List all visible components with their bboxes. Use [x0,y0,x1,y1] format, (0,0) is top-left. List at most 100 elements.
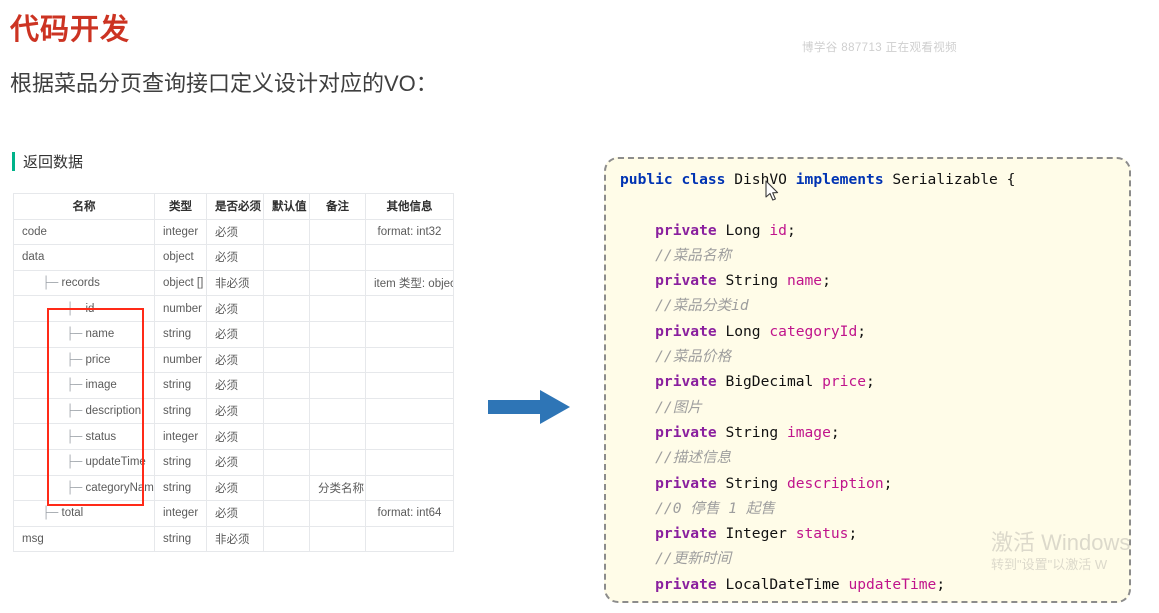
code-token: //图片 [620,398,702,416]
code-line [620,192,1121,217]
cell-name: ├─ categoryName [13,474,155,502]
th-required: 是否必须 [206,193,264,220]
th-other: 其他信息 [365,193,454,220]
viewer-watermark: 博学谷 887713 正在观看视频 [802,42,958,54]
cell-other [365,448,454,476]
code-line: private Long categoryId; [620,319,1121,344]
cell-required: 必须 [206,500,264,527]
cell-required: 必须 [206,346,264,374]
code-token: ; [822,272,831,290]
cell-default [263,320,310,348]
tree-branch-icon: ├─ [42,277,62,290]
cell-required: 必须 [206,474,264,502]
code-token: private [620,221,726,239]
code-token: //0 停售 1 起售 [620,499,776,517]
code-token: BigDecimal [725,373,823,391]
code-token: ; [866,373,875,391]
cell-note [309,397,366,425]
cell-type: object [154,244,207,271]
accent-bar [12,152,15,171]
code-token: class [681,171,735,188]
table-header-row: 名称 类型 是否必须 默认值 备注 其他信息 [13,193,454,220]
cell-note [309,244,366,271]
cell-default [263,218,310,246]
th-name: 名称 [13,193,155,220]
cell-required: 非必须 [206,525,264,553]
code-line: private String image; [620,420,1121,445]
cell-name: ├─ description [13,397,155,425]
cell-required: 必须 [206,244,264,271]
code-panel: public class DishVO implements Serializa… [604,157,1131,603]
cell-other [365,372,454,399]
cell-type: number [154,295,207,322]
java-code-block: public class DishVO implements Serializa… [620,167,1121,601]
tree-branch-icon: ├─ [66,328,86,341]
code-line: //图片 [620,395,1121,420]
cell-default [263,295,310,322]
cell-type: integer [154,423,207,450]
cell-name: ├─ status [13,423,155,450]
code-token: //菜品名称 [620,246,732,264]
cell-default [263,500,310,527]
code-token: ; [857,322,867,340]
code-token: ; [936,575,946,593]
cell-note [309,320,366,348]
code-token: String [725,474,787,492]
code-token: //更新时间 [620,550,732,568]
code-token: String [725,423,787,441]
code-line: //菜品名称 [620,243,1121,268]
code-token: ; [830,423,840,441]
tree-branch-icon: ├─ [66,353,86,366]
code-token: public [620,171,682,188]
code-token: LocalDateTime [725,575,849,593]
th-default: 默认值 [263,193,310,220]
code-token: String [725,272,787,290]
table-header: 名称 类型 是否必须 默认值 备注 其他信息 [13,193,454,220]
tree-branch-icon: ├─ [66,302,86,315]
cell-name: code [13,218,155,246]
page-subtitle: 根据菜品分页查询接口定义设计对应的VO： [10,71,438,96]
code-line: private BigDecimal price; [620,369,1121,394]
cell-other: format: int32 [365,218,454,246]
cell-other [365,346,454,374]
cell-other [365,397,454,425]
cell-type: string [154,372,207,399]
cell-other [365,525,454,553]
cell-note [309,269,366,297]
cell-type: object [] [154,269,207,297]
cell-note [309,448,366,476]
cell-required: 必须 [206,372,264,399]
code-token: private [620,272,726,290]
code-line: private LocalDateTime updateTime; [620,572,1121,597]
code-line: private String description; [620,471,1121,496]
cell-name: ├─ records [13,269,155,297]
tree-branch-icon: ├─ [66,481,86,494]
code-token: private [620,322,726,340]
cell-required: 必须 [206,295,264,322]
cell-default [263,346,310,374]
cell-name: ├─ id [13,295,155,322]
code-line: //0 停售 1 起售 [620,496,1121,521]
cell-note [309,295,366,322]
code-token: Serializable { [892,171,1016,188]
code-line: //更新时间 [620,546,1121,571]
code-token: Long [725,322,770,340]
cell-other [365,320,454,348]
code-token: DishVO [734,171,796,188]
cell-name: ├─ image [13,372,155,399]
cell-required: 必须 [206,423,264,450]
cell-other [365,244,454,271]
cell-default [263,448,310,476]
cell-type: integer [154,218,207,246]
cell-default [263,269,310,297]
cell-default [263,244,310,271]
cell-other [365,474,454,502]
code-line: public class DishVO implements Serializa… [620,167,1121,192]
